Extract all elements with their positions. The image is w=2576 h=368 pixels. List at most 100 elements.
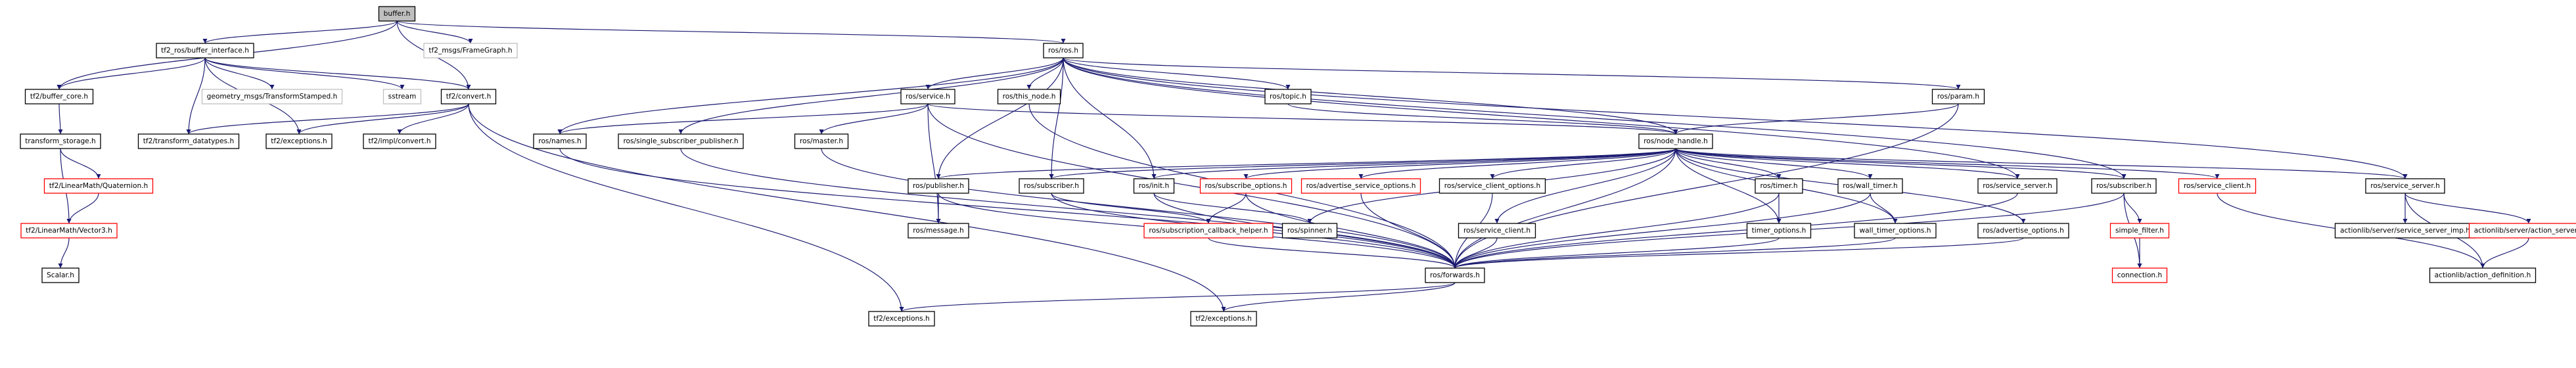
node-box — [1199, 178, 1293, 194]
node-label: ros/advertise_service_options.h — [1306, 182, 1416, 190]
node-tf2-transform-datatypes-h[interactable]: tf2/transform_datatypes.h — [137, 133, 240, 149]
node-ros-names-h[interactable]: ros/names.h — [533, 133, 587, 149]
node-sstream[interactable]: sstream — [382, 89, 422, 104]
node-ros-forwards-h[interactable]: ros/forwards.h — [1425, 267, 1485, 283]
node-ros-service-client-options-h[interactable]: ros/service_client_options.h — [1438, 178, 1546, 194]
dependency-edge — [927, 103, 1678, 135]
node-ros-publisher-h[interactable]: ros/publisher.h — [908, 178, 969, 194]
node-tf2-msgs-framegraph-h[interactable]: tf2_msgs/FrameGraph.h — [423, 43, 518, 58]
node-box — [868, 311, 935, 327]
node-ros-advertise-service-options-h[interactable]: ros/advertise_service_options.h — [1300, 178, 1421, 194]
node-ros-spinner-h[interactable]: ros/spinner.h — [1281, 223, 1338, 239]
dependency-edge — [204, 57, 275, 90]
node-box — [2429, 267, 2537, 283]
dependency-edge — [1675, 148, 1782, 179]
dependency-edge — [204, 57, 471, 90]
node-box — [2178, 178, 2257, 194]
node-ros-subscription-callback-helper-h[interactable]: ros/subscription_callback_helper.h — [1143, 223, 1274, 239]
node-label: geometry_msgs/TransformStamped.h — [207, 93, 338, 101]
node-wall-timer-options-h[interactable]: wall_timer_options.h — [1854, 223, 1937, 239]
node-ros-node-handle-h[interactable]: ros/node_handle.h — [1638, 133, 1713, 149]
node-ros-param-h[interactable]: ros/param.h — [1931, 89, 1985, 104]
dependency-edge — [1452, 193, 2018, 269]
node-ros-service-h[interactable]: ros/service.h — [900, 89, 955, 104]
node-ros-advertise-options-h[interactable]: ros/advertise_options.h — [1977, 223, 2069, 239]
node-box — [1977, 223, 2069, 239]
node-ros-single-subscriber-publisher-h[interactable]: ros/single_subscriber_publisher.h — [618, 133, 744, 149]
node-box — [20, 133, 101, 149]
node-box — [1837, 178, 1903, 194]
dependency-edge — [1452, 103, 1959, 269]
node-ros-timer-h[interactable]: ros/timer.h — [1755, 178, 1803, 194]
node-label: ros/ros.h — [1048, 47, 1078, 55]
node-ros-init-h[interactable]: ros/init.h — [1133, 178, 1175, 194]
node-tf2-ros-buffer-interface-h[interactable]: tf2_ros/buffer_interface.h — [156, 43, 254, 58]
node-ros-h[interactable]: ros/ros.h — [1043, 43, 1084, 58]
node-label: ros/spinner.h — [1287, 227, 1332, 235]
dependency-edge — [1675, 148, 1873, 179]
node-tf2-linearmath-quaternion-h[interactable]: tf2/LinearMath/Quaternion.h — [43, 178, 154, 194]
node-timer-options-h[interactable]: timer_options.h — [1746, 223, 1812, 239]
node-ros-message-h[interactable]: ros/message.h — [908, 223, 969, 239]
node-ros-subscriber-h-a[interactable]: ros/subscriber.h — [1019, 178, 1084, 194]
node-label: ros/service_server.h — [2370, 182, 2440, 190]
node-actionlib-action-definition-h[interactable]: actionlib/action_definition.h — [2429, 267, 2537, 283]
node-ros-service-client-h[interactable]: ros/service_client.h — [1458, 223, 1536, 239]
node-ros-subscriber-h-b[interactable]: ros/subscriber.h — [2091, 178, 2157, 194]
dependency-edge — [186, 57, 206, 135]
node-tf2-linearmath-vector3-h[interactable]: tf2/LinearMath/Vector3.h — [20, 223, 118, 239]
node-actionlib-server-service-server-imp-h[interactable]: actionlib/server/service_server_imp.h — [2334, 223, 2476, 239]
node-ros-service-server-h-a[interactable]: ros/service_server.h — [1977, 178, 2058, 194]
node-label: tf2/exceptions.h — [271, 137, 327, 145]
dependency-edge — [819, 103, 929, 135]
node-scalar-h[interactable]: Scalar.h — [41, 267, 80, 283]
dependency-edge — [936, 148, 1676, 179]
dependency-edge — [821, 148, 1458, 269]
edge-layer — [57, 20, 2531, 312]
node-box — [2109, 223, 2170, 239]
node-buffer-h[interactable]: buffer.h — [378, 6, 416, 22]
node-label: transform_storage.h — [25, 137, 96, 145]
dependency-edge — [925, 57, 1064, 90]
dependency-edge — [1051, 193, 1211, 224]
node-ros-subscribe-options-h[interactable]: ros/subscribe_options.h — [1199, 178, 1293, 194]
node-box — [20, 223, 118, 239]
node-tf2-exceptions-h-c[interactable]: tf2/exceptions.h — [1190, 311, 1257, 327]
node-label: actionlib/server/action_server.h — [2474, 227, 2576, 235]
dependency-edge — [1494, 148, 1676, 224]
node-label: ros/wall_timer.h — [1843, 182, 1897, 190]
node-ros-master-h[interactable]: ros/master.h — [794, 133, 849, 149]
dependency-edge — [296, 103, 469, 135]
node-tf2-convert-h[interactable]: tf2/convert.h — [440, 89, 497, 104]
node-box — [2111, 267, 2168, 283]
node-ros-wall-timer-h[interactable]: ros/wall_timer.h — [1837, 178, 1903, 194]
node-simple-filter-h[interactable]: simple_filter.h — [2109, 223, 2170, 239]
node-ros-topic-h[interactable]: ros/topic.h — [1264, 89, 1312, 104]
node-ros-this-node-h[interactable]: ros/this_node.h — [997, 89, 1061, 104]
dependency-edge — [57, 57, 206, 90]
node-connection-h[interactable]: connection.h — [2111, 267, 2168, 283]
dependency-edge — [1063, 57, 1157, 179]
dependency-edge — [1063, 57, 2020, 179]
node-ros-service-client-h-red[interactable]: ros/service_client.h — [2178, 178, 2257, 194]
node-box — [137, 133, 240, 149]
dependency-edge — [1206, 193, 1247, 224]
node-actionlib-server-action-server-h[interactable]: actionlib/server/action_server.h — [2468, 223, 2576, 239]
node-tf2-buffer-core-h[interactable]: tf2/buffer_core.h — [24, 89, 94, 104]
node-transform-storage-h[interactable]: transform_storage.h — [20, 133, 101, 149]
node-box — [1458, 223, 1536, 239]
node-label: ros/service_client.h — [2184, 182, 2251, 190]
node-tf2-impl-convert-h[interactable]: tf2/impl/convert.h — [363, 133, 436, 149]
node-box — [908, 178, 969, 194]
dependency-edge — [557, 57, 1064, 135]
node-box — [41, 267, 80, 283]
node-ros-service-server-h-b[interactable]: ros/service_server.h — [2365, 178, 2445, 194]
node-label: ros/message.h — [913, 227, 963, 235]
node-tf2-exceptions-h-a[interactable]: tf2/exceptions.h — [265, 133, 333, 149]
node-label: tf2/LinearMath/Vector3.h — [26, 227, 112, 235]
node-box — [265, 133, 333, 149]
node-box — [1190, 311, 1257, 327]
dependency-edge — [396, 20, 1066, 44]
node-tf2-exceptions-h-b[interactable]: tf2/exceptions.h — [868, 311, 935, 327]
node-geometry-msgs-transformstamped-h[interactable]: geometry_msgs/TransformStamped.h — [201, 89, 343, 104]
